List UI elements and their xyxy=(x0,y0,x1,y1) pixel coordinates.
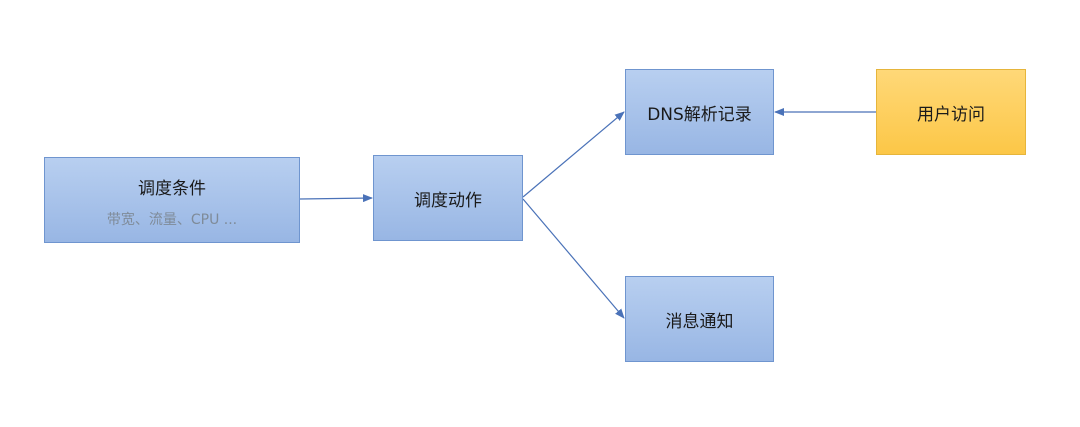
node-dns-record-title: DNS解析记录 xyxy=(647,104,752,125)
edge-action-to-dns-record xyxy=(522,111,625,198)
node-scheduling-conditions-subtitle: 带宽、流量、CPU ... xyxy=(106,211,238,228)
node-notification-title: 消息通知 xyxy=(665,311,734,332)
node-scheduling-conditions-title: 调度条件 xyxy=(138,178,206,199)
node-scheduling-action[interactable]: 调度动作 xyxy=(373,155,523,241)
edge-conditions-to-action xyxy=(299,194,373,203)
node-user-access-title: 用户访问 xyxy=(917,104,985,125)
edge-action-to-notification xyxy=(522,198,625,319)
node-dns-record[interactable]: DNS解析记录 xyxy=(625,69,774,155)
node-scheduling-conditions[interactable]: 调度条件 带宽、流量、CPU ... xyxy=(44,157,300,243)
node-notification[interactable]: 消息通知 xyxy=(625,276,774,362)
node-user-access[interactable]: 用户访问 xyxy=(876,69,1026,155)
node-scheduling-action-title: 调度动作 xyxy=(414,190,482,211)
